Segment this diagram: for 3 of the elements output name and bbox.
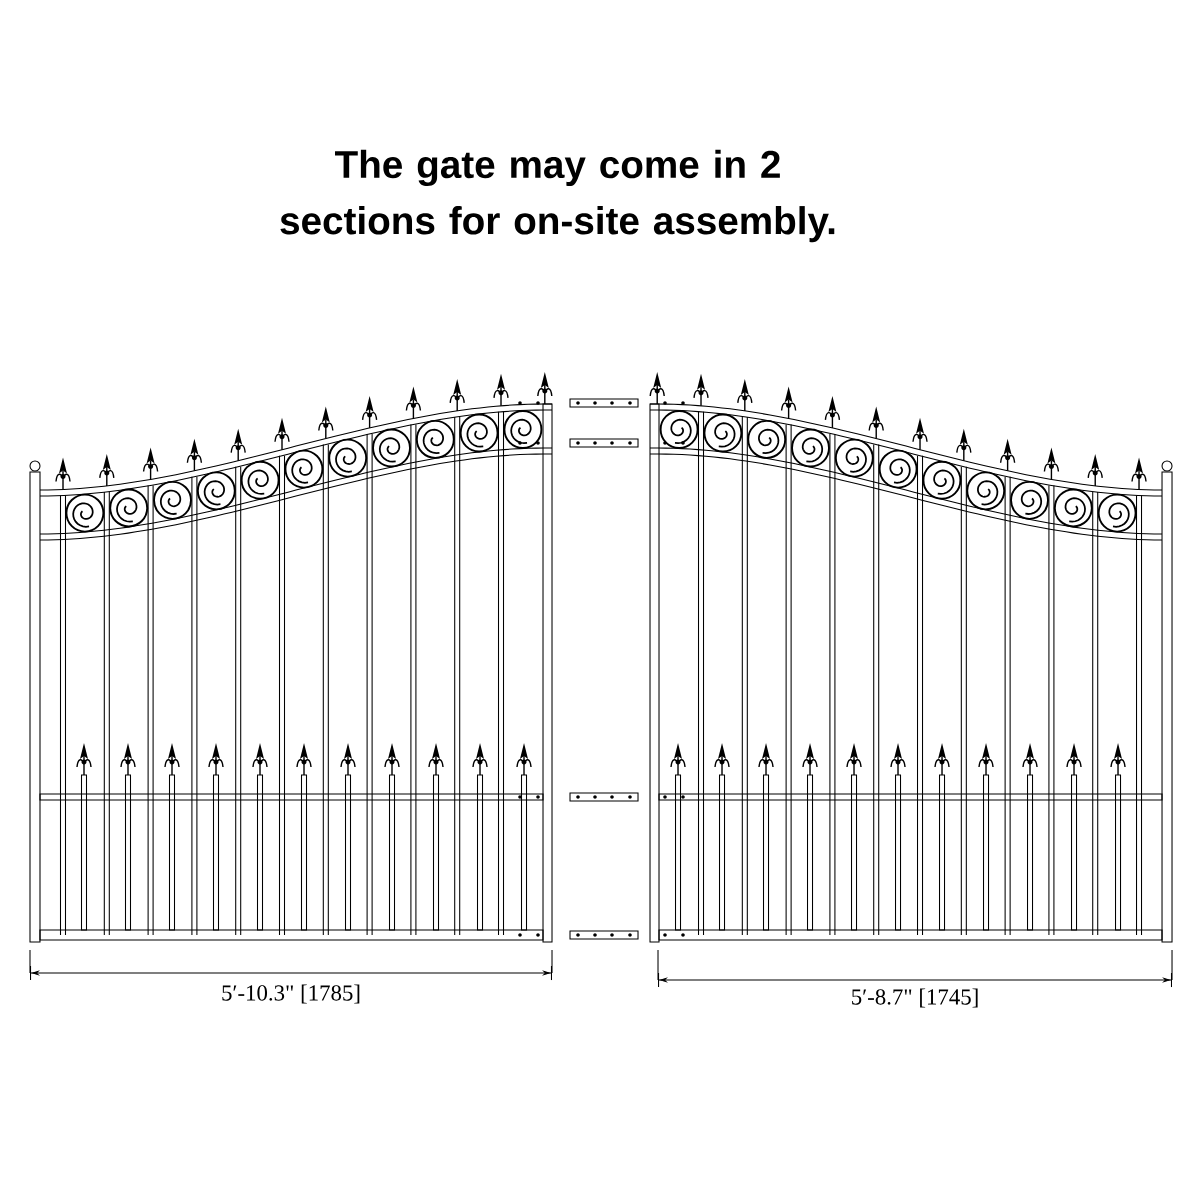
title: The gate may come in 2 sections for on-site assembly. (280, 149, 835, 243)
dimension-label: 5′-8.7" [1745] (852, 988, 978, 1008)
dimension-label: 5′-10.3" [1785] (222, 984, 360, 1004)
